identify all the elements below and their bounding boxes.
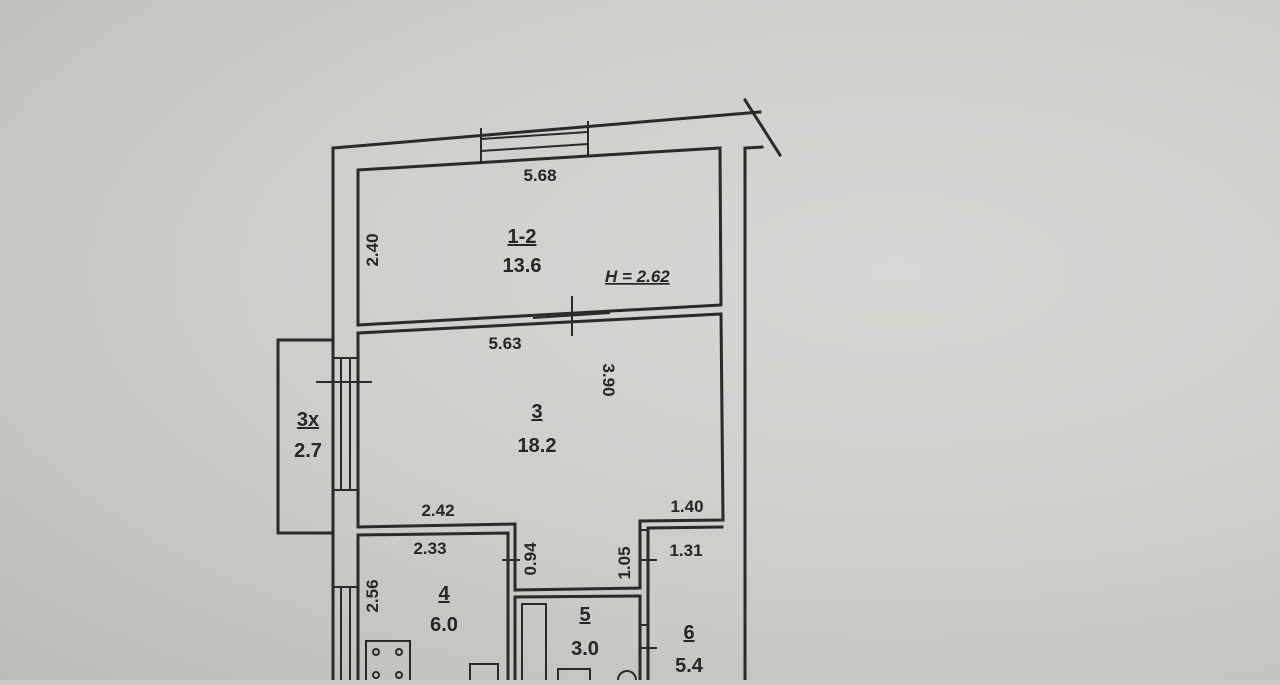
dim-r3-width: 5.63 <box>488 334 521 353</box>
sink-icon <box>469 663 499 685</box>
outer-walls <box>331 97 783 682</box>
room-5-area: 3.0 <box>571 638 599 660</box>
washbasin-icon <box>557 668 591 685</box>
dim-r4-depth: 2.56 <box>363 579 382 612</box>
room-1-2-area: 13.6 <box>503 255 542 277</box>
balcony-area: 2.7 <box>294 440 322 462</box>
dim-r3-depth: 3.90 <box>599 363 618 396</box>
room-1-2-outline <box>356 146 723 327</box>
dim-corridor-right: 1.05 <box>615 546 634 579</box>
dim-corridor-left: 0.94 <box>521 542 540 576</box>
dim-r6-width: 1.31 <box>669 541 702 560</box>
bathtub-icon <box>521 603 547 685</box>
balcony-outline <box>276 338 335 535</box>
dim-r3-bottom-right: 1.40 <box>670 497 703 516</box>
window-kitchen <box>333 586 358 680</box>
window-top <box>480 121 589 163</box>
dim-r12-width: 5.68 <box>523 166 556 185</box>
room-4-area: 6.0 <box>430 614 458 636</box>
doorway-1-2-to-3 <box>532 296 611 336</box>
dim-r4-width: 2.33 <box>413 539 446 558</box>
room-3-outline <box>356 312 725 592</box>
room-1-2-number: 1-2 <box>508 226 537 248</box>
dim-r3-bottom-left: 2.42 <box>421 501 454 520</box>
room-5-outline <box>513 594 642 682</box>
room-4-number: 4 <box>438 583 450 605</box>
balcony-number: 3x <box>297 409 319 431</box>
room-6-area: 5.4 <box>675 655 704 677</box>
stove-icon <box>365 640 411 685</box>
dim-r12-depth: 2.40 <box>363 233 382 266</box>
room-5-number: 5 <box>579 604 590 626</box>
room-4-outline <box>356 531 510 682</box>
window-left <box>316 357 372 491</box>
room-3-area: 18.2 <box>518 435 557 457</box>
room-6-number: 6 <box>683 622 694 644</box>
room-6-outline <box>646 525 724 682</box>
room-3-number: 3 <box>531 401 542 423</box>
ceiling-height: H = 2.62 <box>605 267 670 286</box>
toilet-icon <box>617 670 637 685</box>
